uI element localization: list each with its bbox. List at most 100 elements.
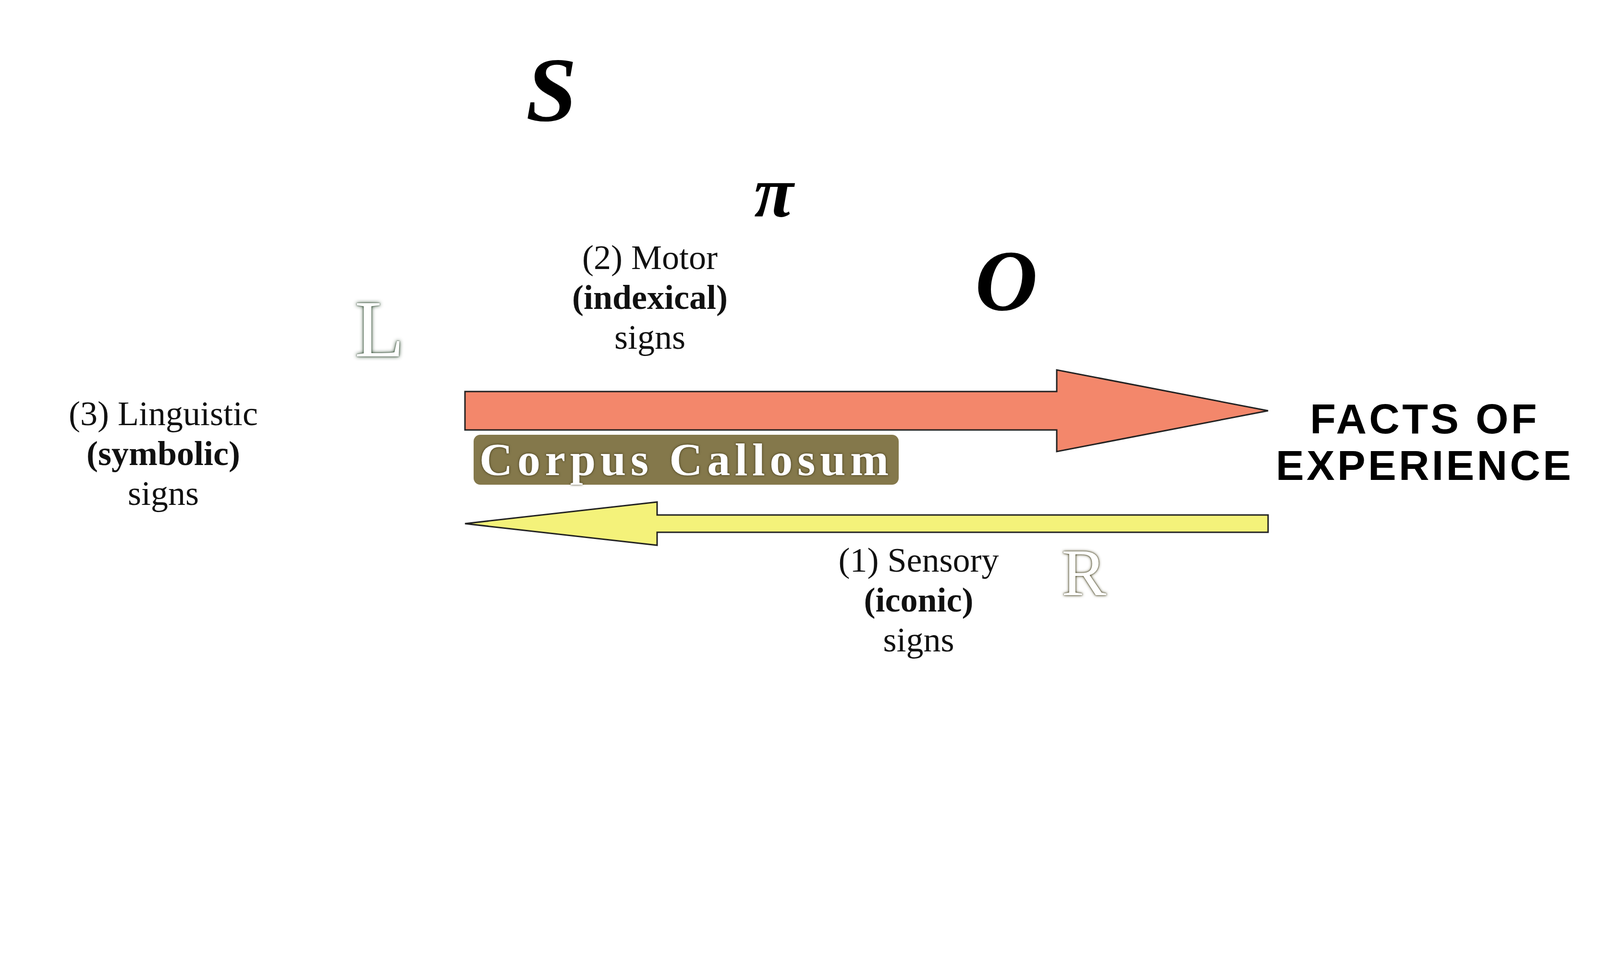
brain-fold [326,655,348,679]
brain-fold-highlight [388,503,446,521]
brain-fold-highlight [345,414,379,441]
brain-group [248,207,493,712]
brain-fold-highlight [1086,604,1129,621]
brain-fold-highlight [1138,487,1158,510]
brain-fold [294,303,340,343]
brain-fold [1106,635,1136,654]
brain-fold-highlight [1108,638,1137,656]
brain-fold [371,367,404,391]
sign-caption: (3) Linguistic (symbolic) signs [55,393,272,513]
brain-fold-highlight [1053,612,1081,634]
brain-fold-highlight [415,623,452,656]
experience-text: FACTS OF EXPERIENCE [1275,395,1574,489]
brain-fold-highlight [1011,379,1053,392]
brain-fold-highlight [1015,416,1076,442]
brain-fold-highlight [1037,527,1063,543]
set-circle-outline [460,106,1259,904]
brain-fold [412,353,440,380]
hemisphere-letter: R [1061,538,1107,607]
brain-fold-highlight [363,542,403,557]
brain-body [293,215,461,712]
brain-fold [1021,619,1046,632]
brain-fold [1114,659,1138,675]
brain-fold [1052,291,1102,323]
brain-fold [438,337,467,350]
brain-fold-highlight [1130,657,1176,671]
brain-fold-highlight [1098,395,1137,421]
brain-fold [1050,370,1087,392]
brain-fold [413,677,444,694]
brain-fold [414,621,451,653]
brain-fold [1051,337,1071,351]
left-hemisphere-outline [288,211,465,720]
brain-fold [1056,460,1083,486]
brain-fold [248,249,309,272]
brain-fold [1113,293,1141,309]
brain-fold [1128,655,1174,669]
brain-fold [361,539,401,554]
input-arrow [464,501,1269,546]
brain-fold [1052,445,1088,461]
sign-caption: (2) Motor (indexical) signs [553,237,746,357]
brain-fold [1074,633,1105,646]
brain-fold-highlight [404,366,448,400]
brain-fold-highlight [442,651,493,660]
brain-fold-highlight [250,251,311,275]
brain-fold [1005,331,1043,357]
brain-fold [401,399,435,429]
brain-edge [1010,262,1161,677]
brain-fold [329,405,357,419]
brain-fold [343,412,377,439]
brain-fold-highlight [1115,296,1143,312]
brain-fold [1013,414,1075,440]
brain-fold-highlight [1089,365,1138,383]
brain-fold [402,364,446,397]
brain-fold [368,274,414,290]
brain-fold-highlight [1129,249,1163,285]
set-letter: π [754,156,794,229]
brain-fold-highlight [365,553,383,573]
brain-fold-highlight [1008,552,1026,587]
brain-fold-highlight [353,528,391,550]
brain-group [1005,247,1196,685]
brain-fold-highlight [351,258,383,283]
brain-fold [1127,247,1161,282]
brain-fold-highlight [1076,635,1107,648]
brain-fold [415,229,443,270]
brain-fold [288,207,317,228]
brain-fold-highlight [266,538,328,559]
brain-fold-highlight [1059,358,1098,374]
brain-fold [378,422,397,440]
brain-fold [1073,411,1101,444]
brain-fold-highlight [1054,448,1089,463]
brain-fold-highlight [1019,341,1050,354]
brain-fold-highlight [371,648,394,660]
brain-fold-highlight [417,231,445,272]
brain-fold [428,327,459,350]
brain-fold-highlight [1058,463,1085,489]
brain-fold [1141,333,1193,364]
brain-fold [1029,361,1070,382]
brain-fold-highlight [1053,339,1073,354]
brain-fold-highlight [305,286,326,306]
brain-fold-highlight [290,568,349,607]
brain-fold-highlight [404,665,438,681]
brain-fold [1114,605,1154,626]
brain-fold [1035,525,1062,540]
experience-node: FACTS OF EXPERIENCE [1272,392,1577,492]
set-letter: S [525,44,577,136]
brain-body [1010,262,1161,677]
brain-fold [1096,392,1135,418]
brain-fold [386,563,412,592]
brain-fold [303,284,324,303]
brain-fold-highlight [358,536,377,575]
set-circle-fill [461,107,1258,903]
brain-fold-highlight [328,658,350,682]
brain-fold-highlight [366,540,391,568]
brain-fold [1060,341,1106,358]
brain-fold [288,566,347,604]
brain-fold [1023,569,1069,598]
brain-fold [1020,515,1059,535]
brain-fold [333,528,388,546]
brain-fold [1136,484,1156,508]
